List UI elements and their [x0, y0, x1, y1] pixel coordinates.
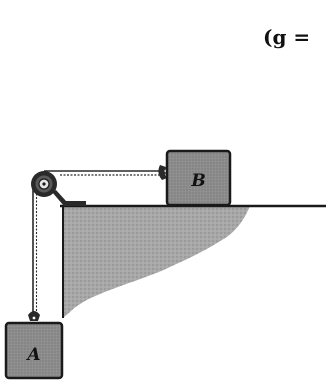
- block-b-label: B: [190, 171, 205, 191]
- table-support: [63, 206, 250, 318]
- block-a: A: [4, 321, 64, 380]
- pulley-bracket: [52, 190, 86, 206]
- block-b: B: [165, 149, 232, 207]
- pulley-wheel: [31, 171, 57, 197]
- block-a-label: A: [25, 345, 40, 365]
- block-a-hook: [28, 311, 40, 321]
- gravity-note: (g =: [263, 25, 310, 49]
